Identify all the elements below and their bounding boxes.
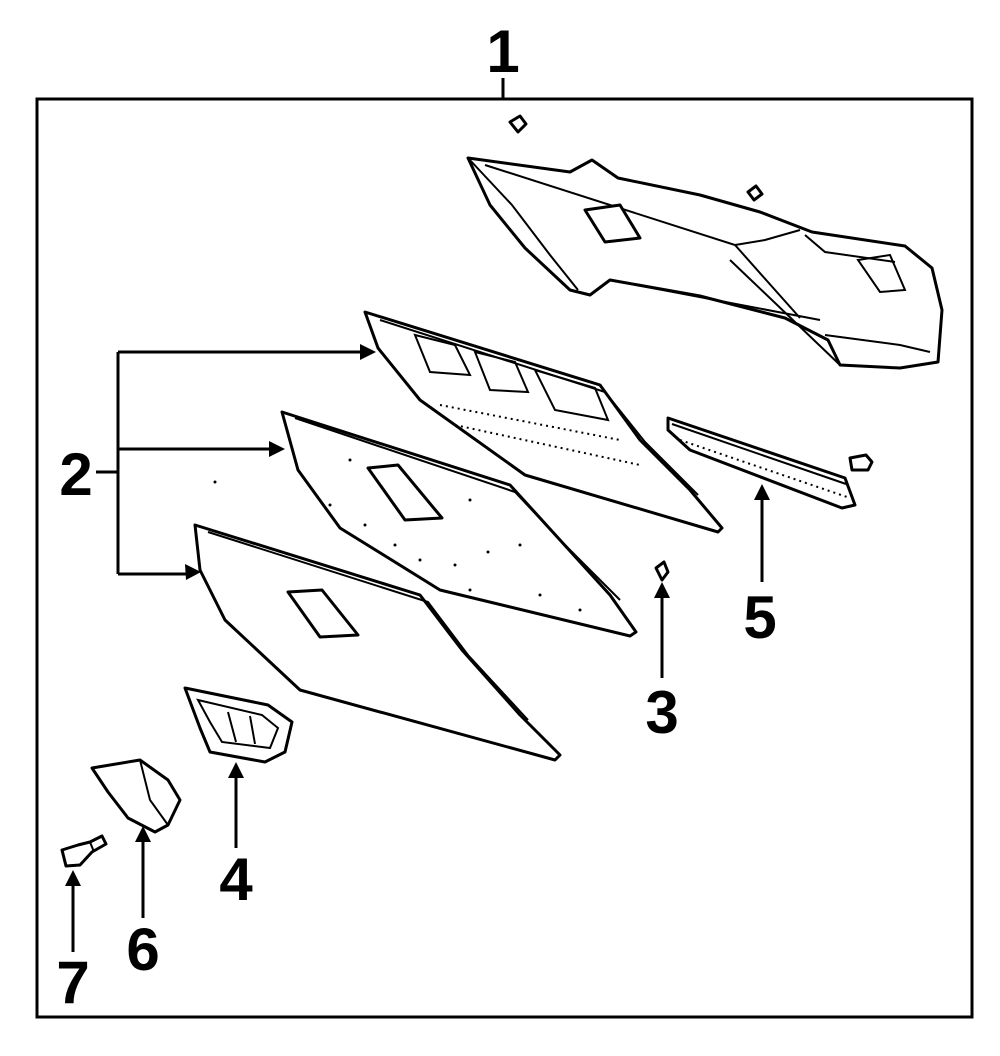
callout-2-leaders: [96, 344, 376, 580]
part-4-latch-handle: [183, 686, 294, 764]
housing-clip-top: [508, 114, 528, 134]
callout-5: 5: [743, 584, 776, 651]
part-2-upper-door-panel: [363, 310, 724, 534]
callout-4: 4: [219, 846, 253, 913]
callout-6: 6: [126, 916, 159, 983]
callout-7-leader: [65, 870, 81, 952]
part-7-screw: [60, 834, 108, 868]
housing-clip-mid: [746, 184, 764, 202]
callout-6-leader: [135, 826, 151, 918]
part-5-hinge-strip: [666, 416, 874, 510]
part-2-lower-door-panel: [193, 523, 562, 762]
part-1-glove-box-housing: [466, 114, 944, 370]
middle-panel-window: [366, 463, 444, 522]
lower-panel-window: [286, 588, 360, 639]
callout-7: 7: [56, 949, 89, 1016]
callout-2: 2: [59, 441, 92, 508]
housing-window: [583, 203, 642, 244]
callout-4-leader: [228, 762, 244, 848]
callout-3-leader: [654, 582, 670, 678]
part-6-bracket: [90, 758, 182, 834]
callout-3: 3: [645, 679, 678, 746]
part-3-clip: [654, 560, 670, 582]
callout-5-leader: [754, 484, 770, 582]
part-2-middle-door-panel: [213, 410, 638, 638]
callout-1: 1: [486, 18, 519, 85]
hinge-screw: [848, 453, 874, 472]
middle-panel-holes: [213, 458, 582, 612]
